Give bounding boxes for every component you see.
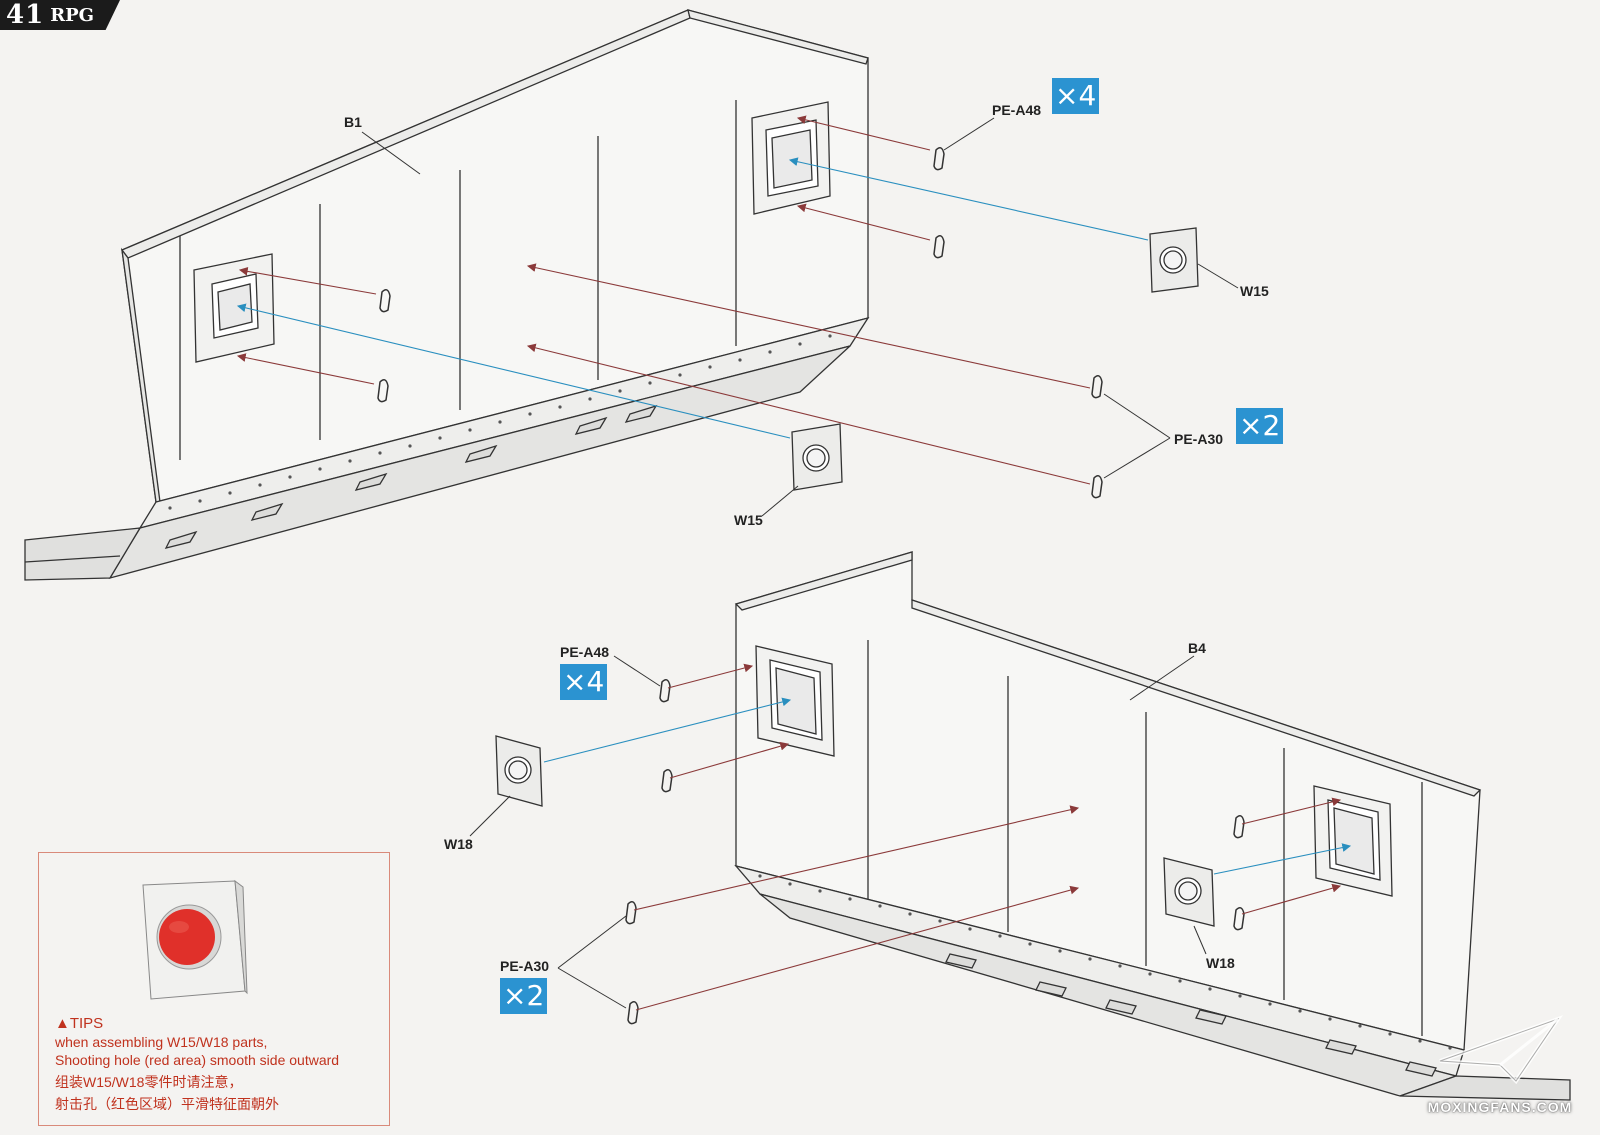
qty-badge-pe-a48-top: ×4 bbox=[1052, 78, 1100, 114]
part-w18-right bbox=[1163, 857, 1215, 927]
pe-hooks bbox=[377, 147, 1245, 1025]
firing-port-b1-right bbox=[751, 101, 831, 215]
qty-badge-pe-a30-bottom: ×2 bbox=[500, 978, 548, 1014]
firing-port-b4-right bbox=[1313, 785, 1393, 897]
label-b4: B4 bbox=[1188, 640, 1206, 656]
qty-badge-pe-a30-top: ×2 bbox=[1236, 408, 1284, 444]
label-w18-right: W18 bbox=[1206, 955, 1235, 971]
label-pe-a30-top: PE-A30 bbox=[1174, 431, 1224, 447]
shooting-hole-sample bbox=[142, 879, 248, 1000]
brand-logo: RPG bbox=[50, 4, 95, 26]
tips-box: ▲TIPS when assembling W15/W18 parts, Sho… bbox=[38, 852, 390, 1126]
firing-port-b1-left bbox=[193, 253, 275, 363]
site-watermark: MOXINGFANS.COM bbox=[1420, 1015, 1580, 1115]
label-pe-a48-top: PE-A48 bbox=[992, 102, 1042, 118]
tips-text: ▲TIPS when assembling W15/W18 parts, Sho… bbox=[55, 1015, 339, 1113]
label-w15-right: W15 bbox=[1240, 283, 1269, 299]
leader-lines bbox=[361, 117, 1239, 1009]
tips-title: ▲TIPS bbox=[55, 1015, 104, 1032]
tips-line-1: when assembling W15/W18 parts, bbox=[55, 1034, 268, 1050]
tips-line-4: 射击孔（红色区域）平滑特征面朝外 bbox=[55, 1096, 279, 1112]
assembly-arrows-red bbox=[236, 115, 1342, 1011]
label-pe-a30-bottom: PE-A30 bbox=[500, 958, 550, 974]
label-pe-a48-bottom: PE-A48 bbox=[560, 644, 610, 660]
label-w18-left: W18 bbox=[444, 836, 473, 852]
firing-port-b4-left bbox=[755, 645, 835, 757]
paper-plane-icon bbox=[1439, 1015, 1564, 1085]
watermark-text: MOXINGFANS.COM bbox=[1427, 1099, 1573, 1115]
assembly-arrows-blue bbox=[236, 157, 1352, 875]
qty-badge-pe-a48-bottom: ×4 bbox=[560, 664, 608, 700]
tips-line-3: 组装W15/W18零件时请注意， bbox=[55, 1074, 243, 1090]
page-number: 41 bbox=[6, 0, 45, 30]
wall-b4 bbox=[734, 551, 1571, 1101]
part-w15-left bbox=[791, 423, 843, 491]
label-w15-left: W15 bbox=[734, 512, 763, 528]
part-w18-left bbox=[495, 735, 543, 807]
label-b1: B1 bbox=[344, 114, 362, 130]
wall-b1 bbox=[24, 9, 870, 581]
tips-line-2: Shooting hole (red area) smooth side out… bbox=[55, 1052, 340, 1068]
part-w15-right bbox=[1149, 227, 1199, 293]
page-number-badge: 41 RPG bbox=[0, 0, 120, 30]
